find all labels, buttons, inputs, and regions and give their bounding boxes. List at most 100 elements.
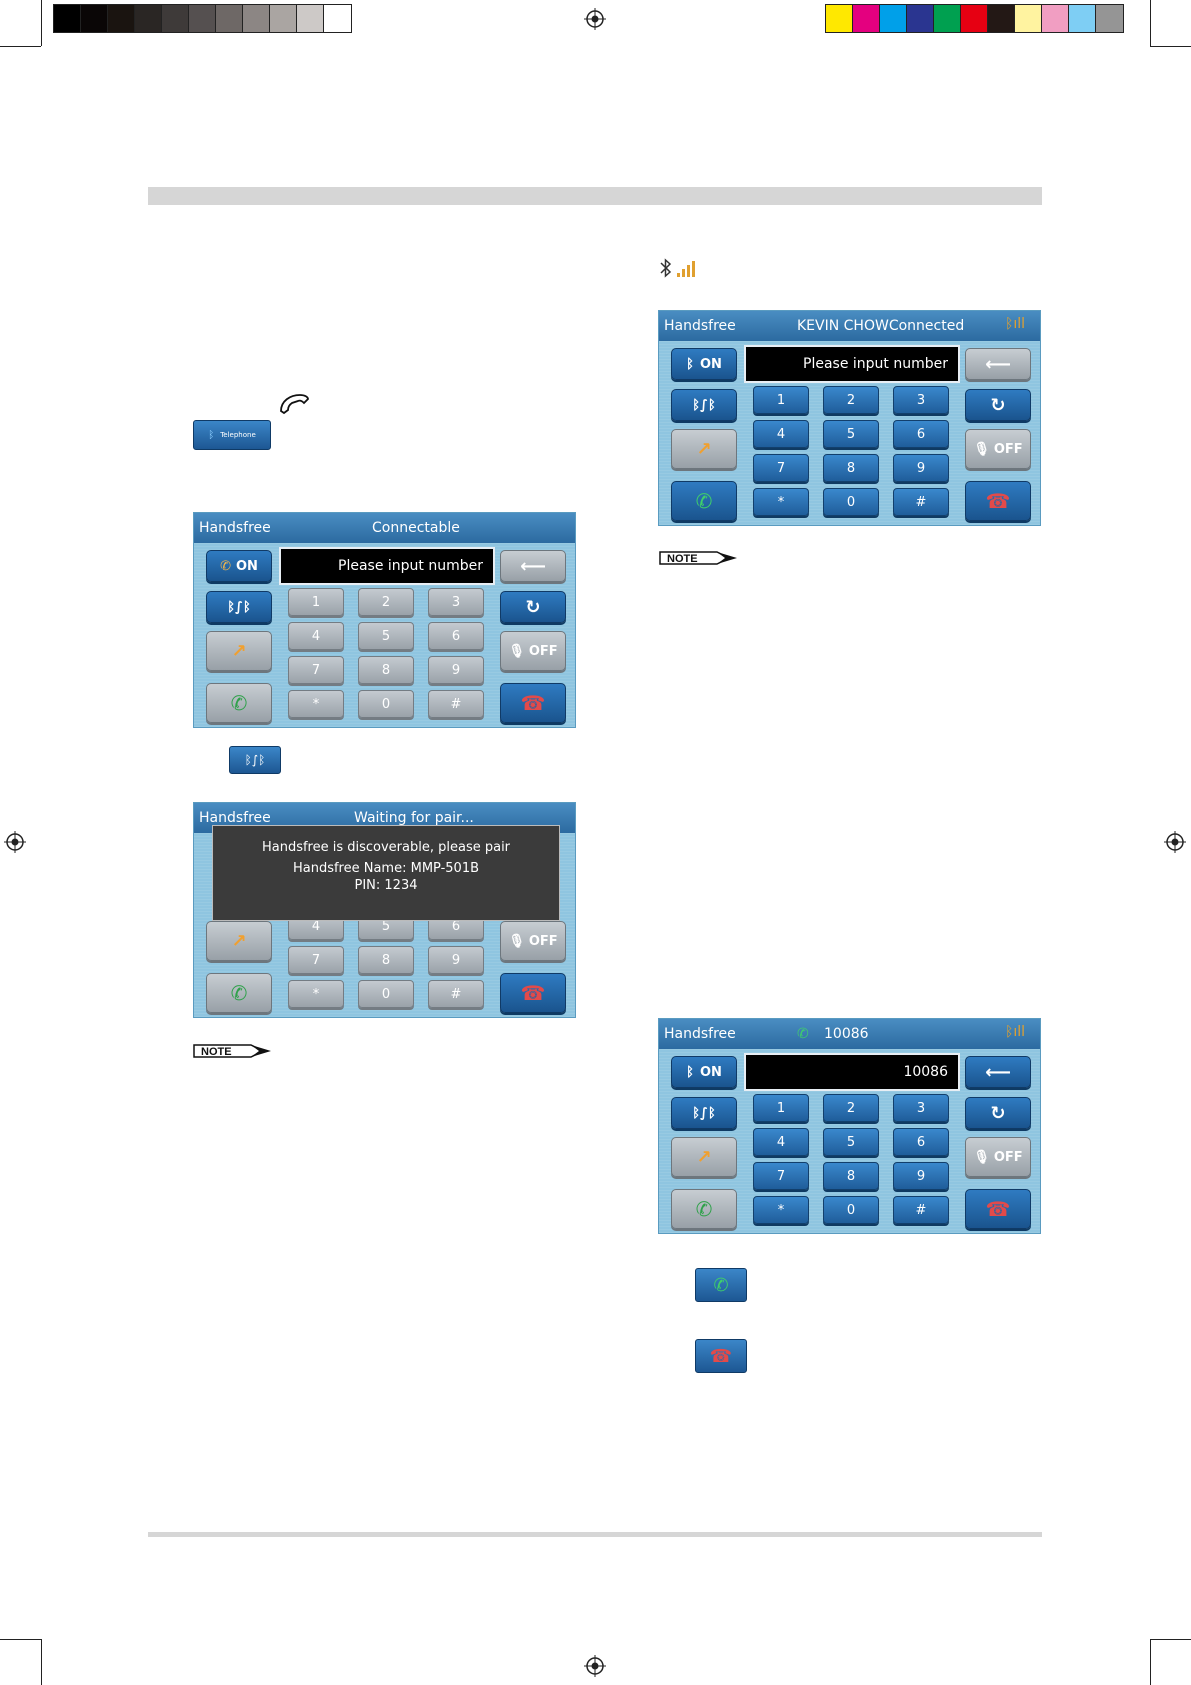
registration-mark — [584, 8, 606, 30]
key-star[interactable]: * — [753, 1196, 809, 1224]
handsfree-screen-waiting: Handsfree Waiting for pair... ↗ 🎙 OFF ✆ … — [193, 802, 576, 1018]
screen-title: Handsfree — [664, 1026, 736, 1042]
phone-green-icon: ✆ — [695, 489, 713, 513]
backspace-button[interactable]: ⟵ — [500, 550, 566, 582]
key-hash[interactable]: # — [893, 1196, 949, 1224]
key-0[interactable]: 0 — [823, 1196, 879, 1224]
key-7[interactable]: 7 — [288, 946, 344, 974]
bluetooth-icon: ᛒ — [686, 356, 694, 372]
key-8[interactable]: 8 — [823, 1162, 879, 1190]
key-0[interactable]: 0 — [358, 980, 414, 1008]
key-4[interactable]: 4 — [753, 420, 809, 448]
mic-off-button[interactable]: 🎙 OFF — [965, 1137, 1031, 1177]
backspace-icon: ⟵ — [985, 353, 1011, 375]
key-6[interactable]: 6 — [893, 420, 949, 448]
screen-title: Handsfree — [664, 318, 736, 334]
key-4[interactable]: 4 — [288, 622, 344, 650]
key-star[interactable]: * — [288, 690, 344, 718]
connection-status: Connectable — [372, 520, 460, 536]
refresh-button[interactable]: ↻ — [965, 1097, 1031, 1129]
key-5[interactable]: 5 — [823, 1128, 879, 1156]
microphone-icon: 🎙 — [973, 441, 990, 457]
svg-text:NOTE: NOTE — [667, 553, 698, 565]
key-9[interactable]: 9 — [428, 946, 484, 974]
pair-button-small[interactable]: ᛒ∫ᛒ — [229, 746, 281, 774]
bluetooth-signal-icon: ᛒıll — [1005, 1024, 1026, 1040]
phone-green-icon: ✆ — [230, 981, 248, 1005]
hangup-button[interactable]: ☎ — [965, 1189, 1031, 1229]
key-3[interactable]: 3 — [893, 1094, 949, 1122]
key-8[interactable]: 8 — [358, 656, 414, 684]
key-1[interactable]: 1 — [753, 386, 809, 414]
key-9[interactable]: 9 — [893, 1162, 949, 1190]
telephone-button[interactable]: ᛒ Telephone — [193, 420, 271, 450]
pair-button[interactable]: ᛒ∫ᛒ — [671, 1097, 737, 1129]
call-button[interactable]: ✆ — [671, 481, 737, 521]
bluetooth-on-button[interactable]: ✆ ON — [206, 550, 272, 582]
hangup-button[interactable]: ☎ — [500, 683, 566, 723]
connection-status: KEVIN CHOWConnected — [797, 318, 965, 334]
call-transfer-icon: ↗ — [231, 930, 247, 952]
popup-message: Handsfree is discoverable, please pair — [261, 840, 511, 855]
key-hash[interactable]: # — [428, 980, 484, 1008]
key-8[interactable]: 8 — [823, 454, 879, 482]
key-1[interactable]: 1 — [753, 1094, 809, 1122]
mic-off-button[interactable]: 🎙 OFF — [500, 921, 566, 961]
phone-green-icon: ✆ — [713, 1274, 729, 1296]
hangup-button-small[interactable]: ☎ — [695, 1339, 747, 1373]
refresh-button[interactable]: ↻ — [965, 389, 1031, 421]
transfer-call-button[interactable]: ↗ — [206, 921, 272, 961]
key-2[interactable]: 2 — [823, 1094, 879, 1122]
key-7[interactable]: 7 — [753, 1162, 809, 1190]
mic-off-button[interactable]: 🎙 OFF — [965, 429, 1031, 469]
hangup-button[interactable]: ☎ — [965, 481, 1031, 521]
transfer-call-button[interactable]: ↗ — [671, 1137, 737, 1177]
key-8[interactable]: 8 — [358, 946, 414, 974]
key-7[interactable]: 7 — [288, 656, 344, 684]
backspace-button[interactable]: ⟵ — [965, 348, 1031, 380]
key-6[interactable]: 6 — [893, 1128, 949, 1156]
key-0[interactable]: 0 — [358, 690, 414, 718]
key-hash[interactable]: # — [428, 690, 484, 718]
pair-button[interactable]: ᛒ∫ᛒ — [671, 389, 737, 421]
transfer-call-button[interactable]: ↗ — [206, 631, 272, 671]
connection-status: Waiting for pair... — [354, 810, 474, 826]
key-3[interactable]: 3 — [428, 588, 484, 616]
key-9[interactable]: 9 — [893, 454, 949, 482]
backspace-button[interactable]: ⟵ — [965, 1056, 1031, 1088]
key-2[interactable]: 2 — [358, 588, 414, 616]
transfer-call-button[interactable]: ↗ — [671, 429, 737, 469]
screen-title: Handsfree — [199, 810, 271, 826]
key-7[interactable]: 7 — [753, 454, 809, 482]
key-3[interactable]: 3 — [893, 386, 949, 414]
key-5[interactable]: 5 — [823, 420, 879, 448]
call-button[interactable]: ✆ — [206, 973, 272, 1013]
key-4[interactable]: 4 — [753, 1128, 809, 1156]
title-bar: Handsfree ✆ 10086 ᛒıll — [659, 1019, 1040, 1049]
key-2[interactable]: 2 — [823, 386, 879, 414]
call-transfer-icon: ↗ — [231, 640, 247, 662]
key-6[interactable]: 6 — [428, 622, 484, 650]
answer-call-button-small[interactable]: ✆ — [695, 1268, 747, 1302]
pair-button[interactable]: ᛒ∫ᛒ — [206, 591, 272, 623]
key-9[interactable]: 9 — [428, 656, 484, 684]
call-transfer-icon: ↗ — [696, 1146, 712, 1168]
key-5[interactable]: 5 — [358, 622, 414, 650]
key-1[interactable]: 1 — [288, 588, 344, 616]
bluetooth-on-button[interactable]: ᛒ ON — [671, 348, 737, 380]
key-star[interactable]: * — [753, 488, 809, 516]
crop-mark — [41, 1639, 42, 1685]
call-button[interactable]: ✆ — [671, 1189, 737, 1229]
hangup-button[interactable]: ☎ — [500, 973, 566, 1013]
key-0[interactable]: 0 — [823, 488, 879, 516]
call-button[interactable]: ✆ — [206, 683, 272, 723]
bluetooth-on-button[interactable]: ᛒ ON — [671, 1056, 737, 1088]
key-hash[interactable]: # — [893, 488, 949, 516]
bluetooth-pair-icon: ᛒ∫ᛒ — [227, 599, 251, 615]
refresh-button[interactable]: ↻ — [500, 591, 566, 623]
key-star[interactable]: * — [288, 980, 344, 1008]
title-bar: Handsfree KEVIN CHOWConnected ᛒıll — [659, 311, 1040, 341]
mic-off-button[interactable]: 🎙 OFF — [500, 631, 566, 671]
number-display: 10086 — [744, 1053, 960, 1091]
bluetooth-signal-icon: ᛒıll — [1005, 316, 1026, 332]
